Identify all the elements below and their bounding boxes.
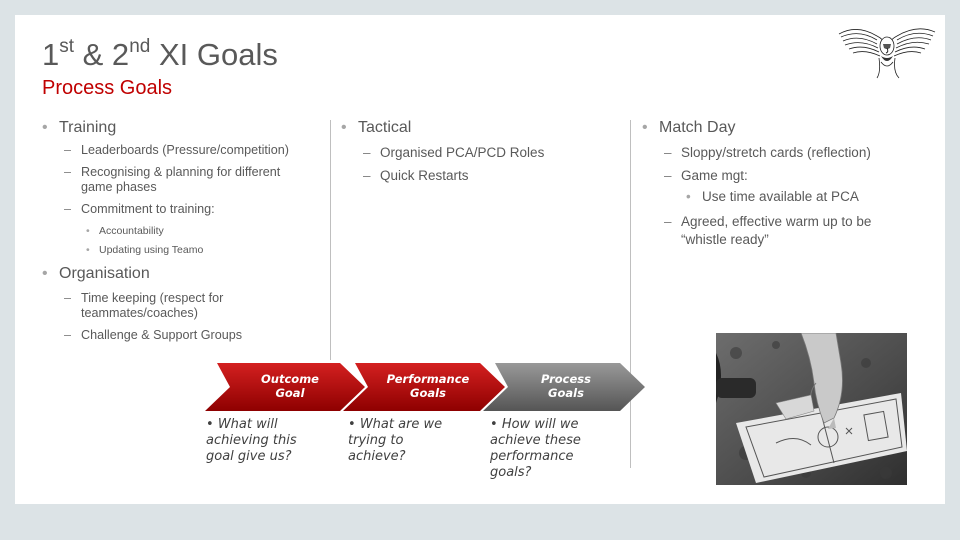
question-performance: • What are we trying to achieve?: [348, 417, 443, 464]
sub-list-item: • Updating using Teamo: [42, 243, 332, 257]
sub-item-text: Updating using Teamo: [99, 244, 204, 256]
bullet-dot-icon: •: [686, 189, 691, 204]
dash-bullet-icon: –: [64, 328, 72, 342]
heading-text: Training: [59, 119, 117, 136]
list-item: –Sloppy/stretch cards (reflection): [642, 145, 932, 160]
dash-bullet-icon: –: [64, 143, 72, 157]
heading-text: Organisation: [59, 265, 150, 282]
item-text: Quick Restarts: [380, 168, 469, 183]
list-item: –Commitment to training:: [42, 202, 332, 217]
slide: 1st & 2nd XI Goals Process Goals • Traini…: [15, 15, 945, 504]
dash-bullet-icon: –: [64, 291, 72, 305]
item-text: Game mgt:: [681, 168, 748, 183]
question-text: What are we trying to achieve?: [348, 417, 443, 464]
list-item: –Time keeping (respect for teammates/coa…: [42, 291, 281, 321]
list-item: –Leaderboards (Pressure/competition): [42, 143, 332, 158]
chevron-performance: [343, 363, 505, 411]
title-part: XI Goals: [150, 37, 278, 72]
bullet-dot-icon: •: [42, 265, 48, 282]
sub-item-text: Use time available at PCA: [702, 189, 859, 204]
question-text: How will we achieve these performance go…: [490, 417, 581, 480]
sub-list-item: • Use time available at PCA: [642, 189, 932, 205]
title-part: 1: [42, 37, 60, 72]
item-text: Time keeping (respect for teammates/coac…: [81, 291, 224, 320]
dash-bullet-icon: –: [664, 168, 672, 183]
item-text: Agreed, effective warm up to be “whistle…: [681, 214, 872, 247]
bullet-heading-organisation: • Organisation: [42, 265, 332, 283]
column-training: •Training –Leaderboards (Pressure/compet…: [42, 119, 332, 350]
list-item: –Organised PCA/PCD Roles: [341, 145, 621, 160]
dash-bullet-icon: –: [363, 168, 371, 183]
bullet-dot-icon: •: [86, 244, 90, 256]
dash-bullet-icon: –: [64, 202, 72, 216]
chevron-label-line: Goal: [275, 386, 305, 400]
item-text: Leaderboards (Pressure/competition): [81, 143, 289, 157]
chevron-label-line: Goals: [548, 386, 584, 400]
title-part: & 2: [74, 37, 130, 72]
dash-bullet-icon: –: [664, 214, 672, 229]
item-text: Recognising & planning for different gam…: [81, 165, 281, 194]
dash-bullet-icon: –: [363, 145, 371, 160]
bullet-heading-training: • Training: [42, 119, 332, 137]
list-item: –Challenge & Support Groups: [42, 328, 332, 343]
chevron-label-line: Performance: [386, 372, 470, 386]
goal-chevron-diagram: [205, 363, 645, 411]
item-text: Sloppy/stretch cards (reflection): [681, 145, 871, 160]
dash-bullet-icon: –: [64, 165, 72, 179]
heading-text: Tactical: [358, 119, 412, 136]
item-text: Organised PCA/PCD Roles: [380, 145, 545, 160]
chevron-label-line: Outcome: [261, 372, 319, 386]
chevron-label-line: Goals: [410, 386, 446, 400]
title-superscript-st: st: [59, 36, 75, 57]
tactics-board-photo: [716, 333, 907, 485]
bullet-dot-icon: •: [642, 119, 648, 136]
list-item: –Game mgt:: [642, 168, 932, 183]
question-text: What will achieving this goal give us?: [206, 417, 297, 464]
item-text: Challenge & Support Groups: [81, 328, 243, 342]
sub-item-text: Accountability: [99, 225, 164, 237]
heading-text: Match Day: [659, 119, 736, 136]
slide-title: 1st & 2nd XI Goals: [42, 36, 278, 72]
slide-subtitle: Process Goals: [42, 77, 173, 99]
list-item: –Agreed, effective warm up to be “whistl…: [642, 213, 901, 249]
bullet-dot-icon: •: [341, 119, 347, 136]
title-superscript-nd: nd: [129, 36, 151, 57]
list-item: –Recognising & planning for different ga…: [42, 165, 311, 195]
column-divider: [630, 120, 631, 468]
chevron-process: [483, 363, 645, 411]
bullet-dot-icon: •: [86, 225, 90, 237]
sub-list-item: • Accountability: [42, 224, 332, 238]
bullet-heading-tactical: • Tactical: [341, 119, 621, 137]
item-text: Commitment to training:: [81, 202, 215, 216]
eagle-logo: [838, 28, 936, 79]
column-divider: [330, 120, 331, 360]
question-outcome: • What will achieving this goal give us?: [206, 417, 297, 464]
bullet-dot-icon: •: [42, 119, 48, 136]
question-process: • How will we achieve these performance …: [490, 417, 581, 480]
dash-bullet-icon: –: [664, 145, 672, 160]
column-match-day: •Match Day –Sloppy/stretch cards (reflec…: [642, 119, 932, 256]
column-tactical: • Tactical –Organised PCA/PCD Roles –Quic…: [341, 119, 621, 190]
chevron-outcome: [205, 363, 365, 411]
bullet-heading-match-day: • Match Day: [642, 119, 932, 137]
list-item: –Quick Restarts: [341, 168, 621, 183]
chevron-label-line: Process: [541, 372, 591, 386]
